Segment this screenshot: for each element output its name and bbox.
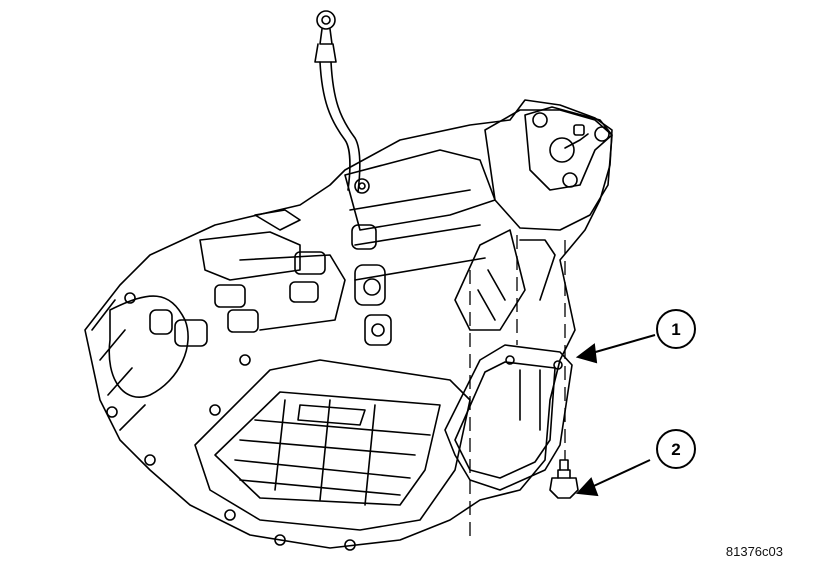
transaxle-case	[84, 99, 613, 549]
callout-1-label: 1	[671, 320, 680, 339]
callout-2: 2	[656, 429, 696, 469]
oil-pan	[194, 354, 471, 551]
arrow-head-icon	[575, 343, 598, 364]
mount-bolt	[549, 459, 579, 499]
callout-2-label: 2	[671, 440, 680, 459]
arrow-head-icon	[575, 477, 599, 497]
solenoid-pack	[149, 209, 346, 347]
transaxle-bracket	[444, 344, 573, 491]
dipstick-tube	[314, 10, 361, 193]
figure-id: 81376c03	[725, 544, 783, 559]
callout-1: 1	[656, 309, 696, 349]
output-flange	[484, 106, 613, 231]
